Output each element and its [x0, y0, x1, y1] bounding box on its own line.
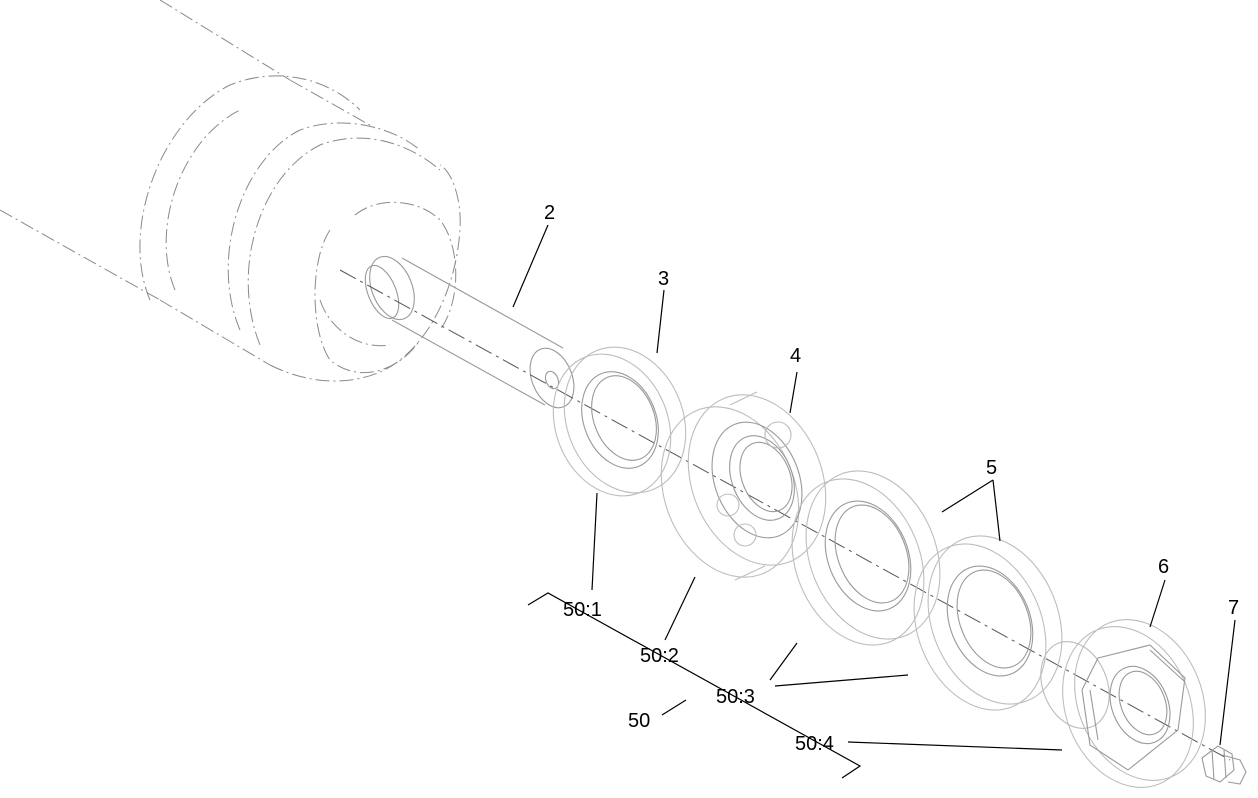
callout-50-3: 50:3 — [716, 686, 755, 708]
callout-6: 6 — [1158, 556, 1169, 578]
callout-50-4: 50:4 — [795, 733, 834, 755]
leader-lines — [512, 224, 1236, 779]
seal-part-3 — [552, 346, 687, 497]
callout-50-2: 50:2 — [640, 645, 679, 667]
callout-2: 2 — [544, 202, 555, 224]
seal-part-5-rear — [913, 535, 1063, 711]
callout-50-1: 50:1 — [563, 599, 602, 621]
callout-4: 4 — [790, 345, 801, 367]
callout-labels: 2 3 4 5 6 7 50:1 50:2 50:3 50 50:4 — [544, 202, 1239, 755]
callout-5: 5 — [986, 457, 997, 479]
roller-tube-phantom — [0, 0, 461, 382]
grease-fitting-part-7 — [1201, 745, 1247, 785]
callout-3: 3 — [658, 268, 669, 290]
callout-7: 7 — [1228, 597, 1239, 619]
housing-nut-part-6 — [1040, 619, 1206, 788]
seal-part-5-front — [791, 470, 941, 646]
bearing-part-4 — [660, 391, 827, 581]
callout-50: 50 — [628, 710, 650, 732]
shaft-part-2 — [364, 255, 575, 409]
